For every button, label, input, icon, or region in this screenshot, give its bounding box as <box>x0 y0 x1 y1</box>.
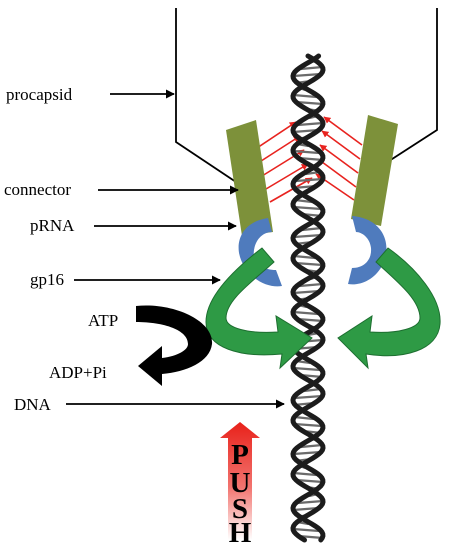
dna-base-pair <box>293 471 317 477</box>
dna-base-pair <box>293 289 321 295</box>
label-procapsid: procapsid <box>6 85 73 104</box>
dna-base-pair <box>295 478 323 484</box>
dna-base-pair <box>293 254 316 260</box>
dna-base-pair <box>293 205 322 211</box>
push-letter-u: U <box>230 467 251 499</box>
label-dna: DNA <box>14 395 52 414</box>
connector-left <box>226 120 273 236</box>
label-gp16: gp16 <box>30 270 64 289</box>
dna-base-pair <box>297 499 324 505</box>
connector-right <box>351 115 398 226</box>
dna-base-pair <box>299 282 323 288</box>
label-connector: connector <box>4 180 71 199</box>
dna-base-pair <box>300 65 323 71</box>
label-pointers <box>66 89 285 409</box>
push-letters: P U S H <box>229 439 252 546</box>
dna-base-pair <box>294 261 323 267</box>
dna-base-pair <box>300 443 323 449</box>
dna-base-pair <box>292 310 319 316</box>
dna-strand-1 <box>290 53 326 543</box>
dna-base-pair <box>293 366 321 372</box>
dna-base-pair <box>293 450 322 456</box>
gp16-left <box>205 247 313 370</box>
dna-base-pair <box>293 72 322 78</box>
atp-hydrolysis-arrow <box>136 305 213 386</box>
push-letter-h: H <box>229 517 252 546</box>
push-arrow <box>220 422 260 540</box>
dna-base-pair <box>294 422 322 428</box>
dna-double-helix <box>290 53 326 543</box>
connector-red-arrows <box>253 116 363 203</box>
push-letter-p: P <box>231 439 249 471</box>
prna-right <box>348 216 387 285</box>
dna-base-pair <box>297 121 324 127</box>
gp16-right <box>337 247 441 370</box>
dna-strand-2 <box>290 53 326 543</box>
label-atp: ATP <box>88 311 118 330</box>
dna-base-pair <box>294 394 323 400</box>
label-prna: pRNA <box>30 216 75 235</box>
dna-base-pair <box>292 527 320 533</box>
label-adp: ADP+Pi <box>49 363 107 382</box>
dna-base-pair <box>295 100 323 106</box>
procapsid-outline <box>175 8 438 187</box>
push-letter-s: S <box>232 493 248 525</box>
dna-base-pair <box>302 226 322 232</box>
dna-base-pair <box>294 233 322 239</box>
dna-base-pair <box>294 415 314 421</box>
dna-base-pair <box>295 177 323 183</box>
dna-base-pair <box>293 93 317 99</box>
dna-base-pair <box>292 149 320 155</box>
